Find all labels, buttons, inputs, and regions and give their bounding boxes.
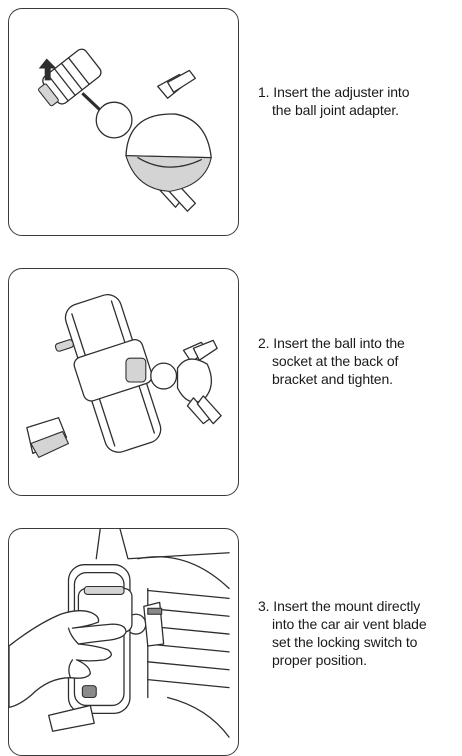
step-3-instruction: 3. Insert the mount directly into the ca… <box>258 597 427 669</box>
step-2-instruction: 2. Insert the ball into the socket at th… <box>258 334 405 388</box>
bracket-ball-socket-icon <box>26 293 222 458</box>
step-3-illustration-panel <box>8 528 239 756</box>
step-1-instruction: 1. Insert the adjuster into the ball joi… <box>258 83 410 119</box>
step-1-illustration-panel <box>8 8 239 236</box>
step-1-line-1: 1. Insert the adjuster into <box>258 84 410 100</box>
step-3-line-3: set the locking switch to <box>272 634 418 650</box>
step-2-line-2: socket at the back of <box>272 353 399 369</box>
step-2-illustration-panel <box>8 268 239 496</box>
step-3-line-2: into the car air vent blade <box>272 616 427 632</box>
step-2-line-1: 2. Insert the ball into the <box>258 335 405 351</box>
step-2-line-3: bracket and tighten. <box>272 371 393 387</box>
adjuster-ball-joint-icon <box>38 48 212 212</box>
step-3-line-4: proper position. <box>272 652 367 668</box>
hand-mount-vent-icon <box>9 529 230 738</box>
step-1-line-2: the ball joint adapter. <box>272 102 399 118</box>
step-3-line-1: 3. Insert the mount directly <box>258 598 421 614</box>
